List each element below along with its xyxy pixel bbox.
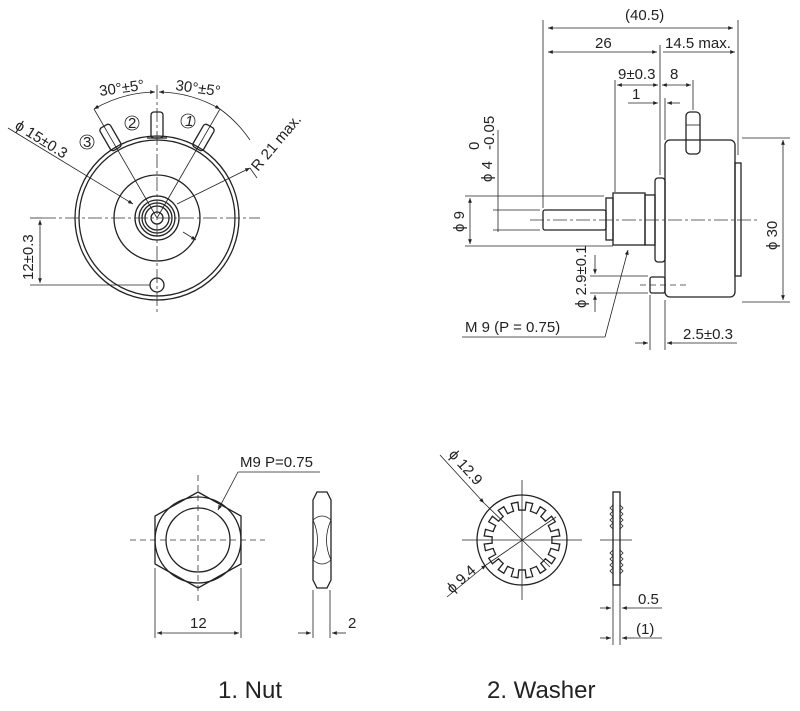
terminal-3-label: 3 [83,134,91,151]
overall-length-label: (40.5) [625,7,664,24]
bushing [612,192,646,246]
washer-thickness-label: 0.5 [638,591,659,608]
body-diameter-label: ϕ 30 [764,221,781,250]
bushing-length-label: 9±0.3 [618,66,655,83]
nut-thread-label: M9 P=0.75 [240,454,313,471]
flange-label: 1 [632,86,640,103]
terminal-offset-label: 8 [670,66,678,83]
front-view: 30°±5° 30°±5° 3 2 1 ϕ 15±0.3 R 21 max. 1… [7,77,305,312]
shaft [542,209,607,231]
offset-label: 12±0.3 [20,234,37,280]
nut-side [312,491,332,589]
pin-diameter-label: ϕ 2.9±0.1 [573,245,590,308]
shaft-tol-lower: -0.05 [481,116,498,150]
nut-title: 1. Nut [218,677,282,704]
terminal-2-label: 2 [128,115,136,132]
washer-drawing: ϕ 12.9 ϕ 9.4 0.5 (1) 2. Washer [439,446,662,704]
washer-total-thickness-label: (1) [636,621,654,638]
side-view: (40.5) 26 14.5 max. 9±0.3 8 1 ϕ 4 0 -0.0… [451,7,790,350]
body-length-label: 14.5 max. [665,35,731,52]
terminal [685,111,701,155]
pin-length-label: 2.5±0.3 [683,326,733,343]
thread-label: M 9 (P = 0.75) [465,319,560,336]
angle-label-left: 30°±5° [98,77,145,100]
terminal-1-label: 1 [185,113,193,130]
washer-inner-diameter-label: ϕ 9.4 [443,562,479,597]
bushing-diameter-label: ϕ 9 [451,211,468,232]
terminal-2 [147,111,167,139]
shaft-tol-upper: 0 [466,142,483,150]
diameter-label: ϕ 15±0.3 [12,117,70,162]
shaft-diameter-label: ϕ 4 [479,161,496,182]
radius-label: R 21 max. [248,111,305,174]
washer-title: 2. Washer [487,677,595,704]
shaft-length-label: 26 [595,35,612,52]
washer-side [612,491,621,586]
nut-width-label: 12 [190,615,207,632]
body [664,139,736,298]
nut-drawing: M9 P=0.75 12 2 1. Nut [130,454,356,704]
nut-thickness-label: 2 [348,615,356,632]
angle-label-right: 30°±5° [174,77,221,100]
